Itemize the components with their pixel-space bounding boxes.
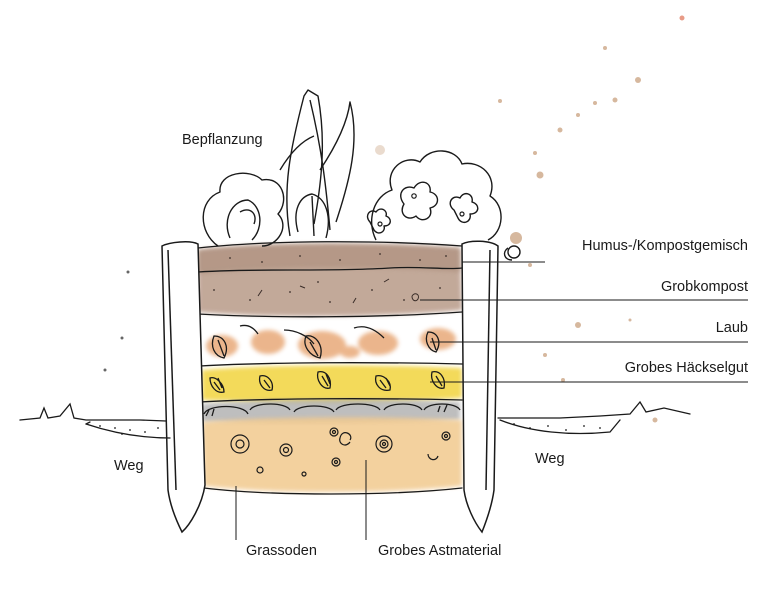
label-leaves: Laub [715,320,748,336]
turf-layer-fill [202,399,460,424]
label-humus: Humus-/Kompostgemisch [582,238,748,254]
wood-chip-icons [209,371,446,393]
layer-ink-lines [197,241,463,495]
wooden-post-icon [161,240,499,534]
humus-top-band [198,243,460,274]
label-wood-chips: Grobes Häckselgut [624,360,748,376]
label-coarse-compost: Grobkompost [660,279,748,295]
turf-clumps [203,403,461,417]
branch-spiral-icons [230,427,451,477]
plant-leaf-icon [202,89,521,261]
label-branches: Grobes Astmaterial [378,543,502,559]
left-post [161,241,206,534]
label-turf: Grassoden [246,543,317,559]
wood-chips-layer-fill [202,365,462,403]
soil-speckles [213,253,447,303]
leaves-layer-fill [206,328,456,359]
ground-lines [19,400,691,439]
label-path-right: Weg [535,451,565,467]
leaf-icons [211,324,440,359]
right-post [461,240,499,534]
branches-layer-fill [202,417,462,492]
paint-splatter [103,15,685,423]
label-path-left: Weg [114,458,144,474]
label-planting: Bepflanzung [182,132,263,148]
flower-icon [377,193,465,227]
leader-lines [235,261,748,540]
path-gravel-dots [99,423,601,435]
soil-layers [198,243,462,492]
compost-fragments [257,278,419,304]
